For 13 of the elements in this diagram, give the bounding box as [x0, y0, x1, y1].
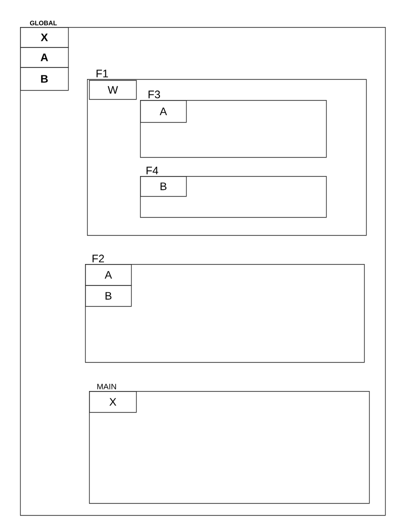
variable-cell: B: [85, 285, 132, 307]
scope-label: F2: [92, 254, 104, 262]
variable-cell: X: [20, 27, 69, 48]
variable-cell: A: [20, 47, 69, 68]
scope-label: F4: [146, 166, 158, 174]
scope-label: F1: [96, 70, 108, 78]
variable-cell: B: [20, 67, 69, 91]
variable-cell: W: [89, 80, 137, 100]
variable-cell: A: [85, 264, 132, 286]
variable-cell: B: [140, 176, 187, 197]
variable-cell: X: [89, 391, 137, 413]
variable-cell: A: [140, 100, 187, 123]
scope-label: F3: [148, 90, 160, 98]
